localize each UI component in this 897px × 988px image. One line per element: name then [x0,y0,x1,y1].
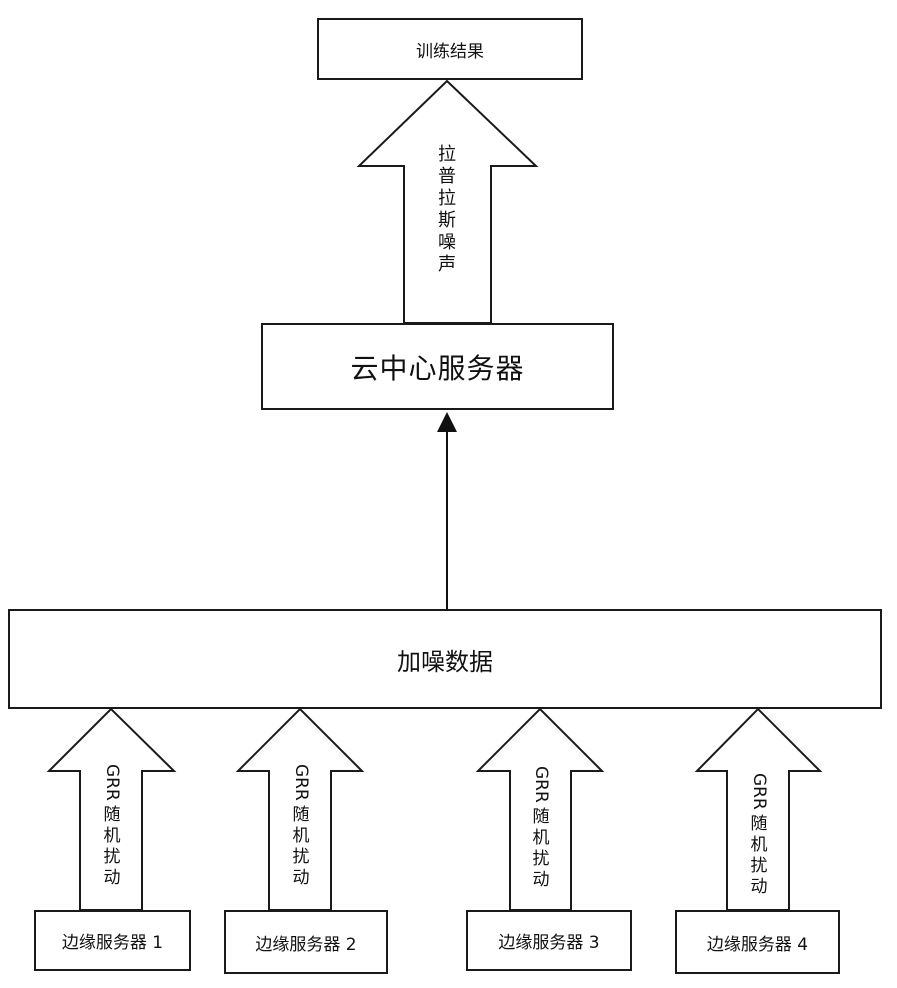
grr-label-3: GRR 随 机 扰 动 [531,766,551,890]
training-result-label: 训练结果 [416,41,484,62]
edge-server-1-label: 边缘服务器 1 [61,933,164,953]
noisy-data-box: 加噪数据 [8,609,882,709]
grr-label-1: GRR 随 机 扰 动 [102,764,122,888]
edge-server-3-label: 边缘服务器 3 [498,933,600,953]
edge-server-4-label: 边缘服务器 4 [706,934,809,955]
cloud-server-label: 云中心服务器 [350,351,525,385]
grr-label-2: GRR 随 机 扰 动 [291,764,311,888]
laplace-noise-arrow [356,79,539,324]
grr-arrow-4 [694,707,823,911]
edge-server-2-box: 边缘服务器 2 [224,910,388,974]
edge-server-3-box: 边缘服务器 3 [466,910,632,971]
noisy-data-label: 加噪数据 [397,647,493,676]
grr-arrow-3 [475,707,605,911]
cloud-server-box: 云中心服务器 [261,323,614,410]
grr-arrow-2 [235,707,365,911]
edge-server-1-box: 边缘服务器 1 [34,910,191,971]
grr-arrow-1 [46,707,177,911]
laplace-noise-label: 拉 普 拉 斯 噪 声 [438,144,456,275]
grr-label-4: GRR 随 机 扰 动 [749,773,769,897]
training-result-box: 训练结果 [317,18,583,80]
edge-server-2-label: 边缘服务器 2 [255,934,357,955]
edge-server-4-box: 边缘服务器 4 [675,910,840,974]
